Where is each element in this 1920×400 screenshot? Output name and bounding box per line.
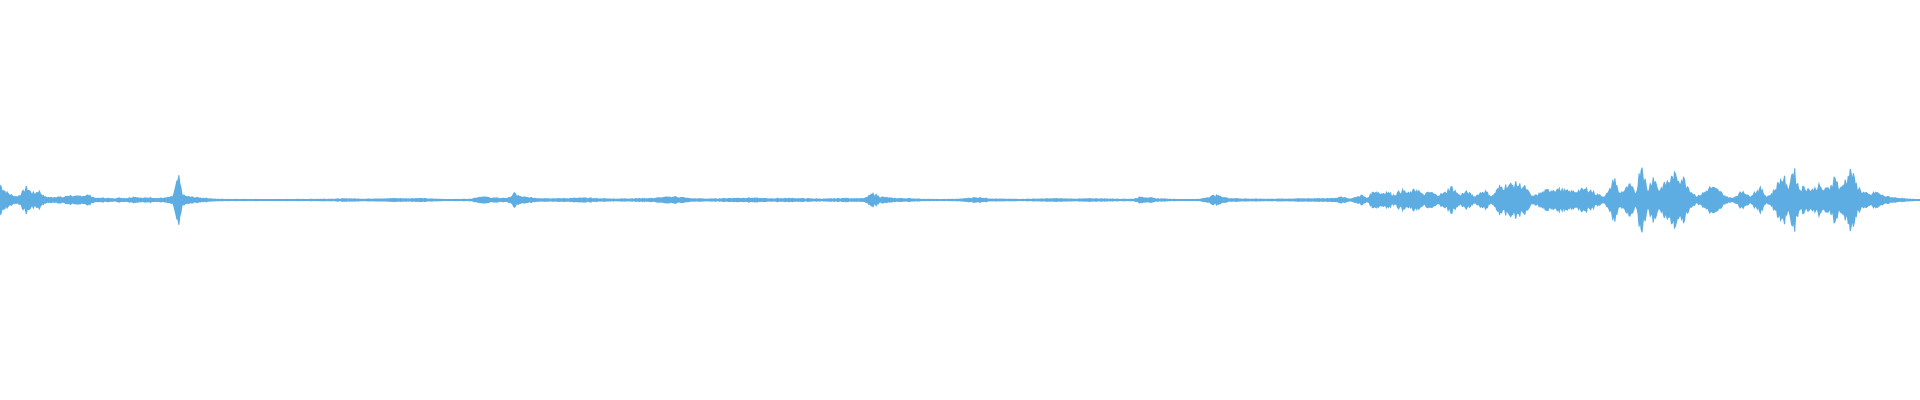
waveform-shape	[0, 167, 1920, 233]
